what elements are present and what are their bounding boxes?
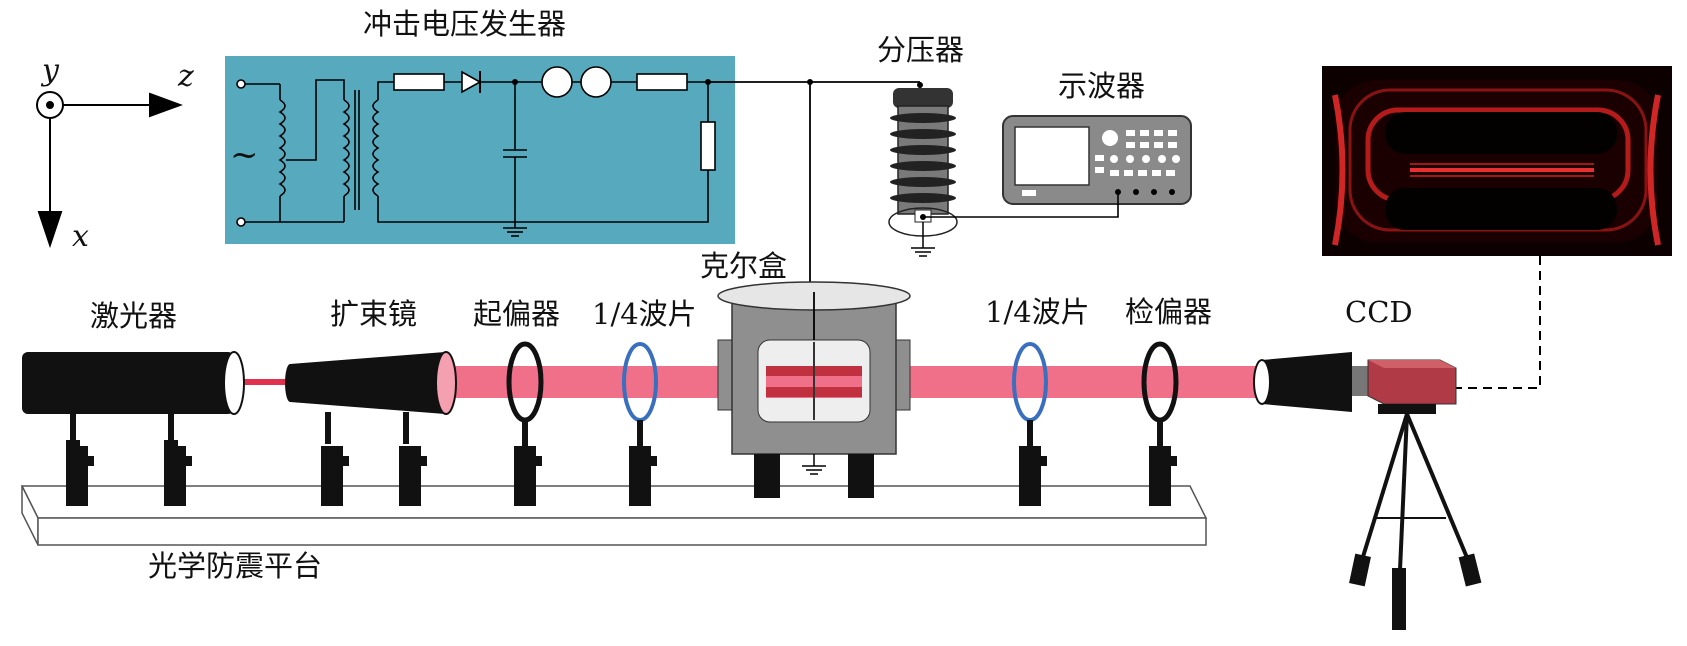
polarizer	[506, 341, 544, 506]
laser	[22, 351, 245, 506]
analyzer	[1141, 341, 1179, 506]
ccd-image	[1322, 66, 1672, 256]
label-ccd: CCD	[1345, 295, 1413, 329]
axis-label-y: y	[42, 53, 59, 88]
kerr-cell	[717, 281, 911, 498]
label-laser: 激光器	[90, 299, 178, 333]
label-analyzer: 检偏器	[1125, 295, 1213, 329]
label-oscilloscope: 示波器	[1058, 69, 1146, 103]
label-impulse-generator: 冲击电压发生器	[363, 7, 567, 41]
label-polarizer: 起偏器	[473, 297, 561, 331]
label-quarter-wave-1: 1/4波片	[592, 297, 697, 331]
ccd-camera	[1253, 352, 1482, 630]
label-voltage-divider: 分压器	[877, 33, 965, 67]
label-kerr-cell: 克尔盒	[700, 249, 788, 283]
axis-label-x: x	[72, 219, 89, 254]
ac-source-symbol: ~	[230, 135, 259, 175]
label-platform: 光学防震平台	[148, 549, 323, 583]
ccd-signal-link	[1450, 256, 1541, 389]
impulse-generator-panel	[225, 56, 735, 244]
quarter-wave-plate-1	[622, 342, 658, 506]
oscilloscope	[923, 115, 1192, 218]
voltage-divider	[888, 88, 958, 257]
label-beam-expander: 扩束镜	[330, 297, 418, 331]
axis-label-z: z	[178, 59, 194, 94]
label-quarter-wave-2: 1/4波片	[985, 295, 1090, 329]
optical-platform	[20, 485, 1208, 546]
coordinate-axes	[36, 91, 183, 249]
beam-expander	[285, 351, 457, 506]
quarter-wave-plate-2	[1012, 342, 1048, 506]
